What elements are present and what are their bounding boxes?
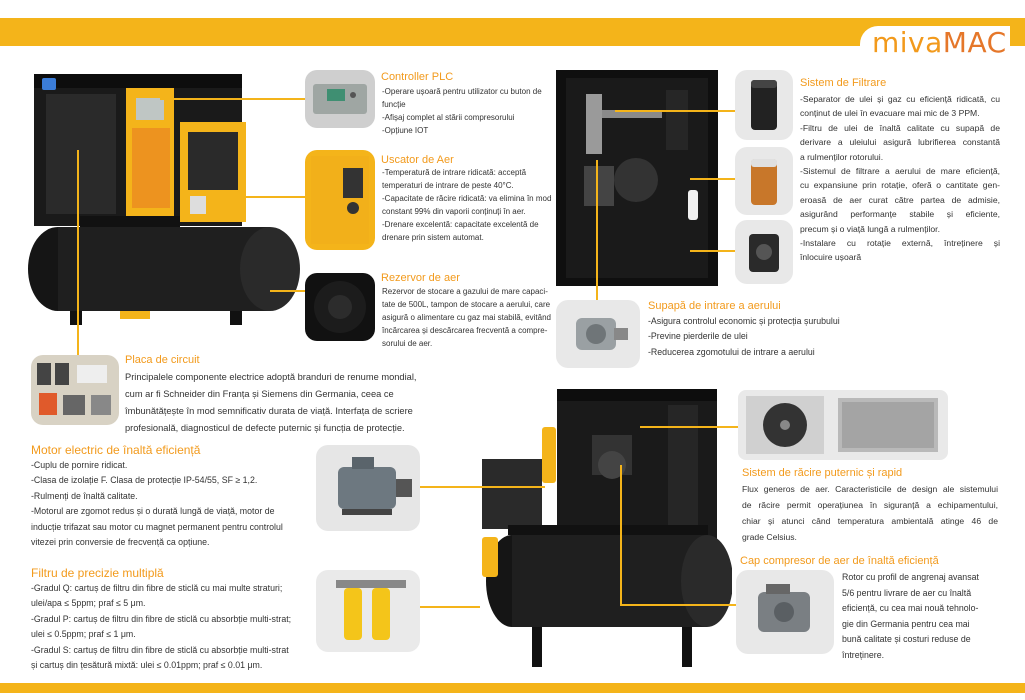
brand-logo: mivaMAC (860, 26, 1010, 64)
air-filter-image (735, 220, 793, 284)
oil-filter-icon (751, 159, 777, 205)
oil-filter-image (735, 147, 793, 215)
connector-separator (615, 110, 735, 112)
valve-title: Supapă de intrare a aerului (648, 300, 781, 312)
air-filter-icon (749, 234, 779, 272)
connector-airend-h (620, 604, 736, 606)
circuit-components-icon (37, 363, 111, 415)
precision-filter-image (316, 570, 420, 652)
connector-cooling (640, 426, 738, 428)
bottom-accent-bar (0, 683, 1025, 693)
intake-valve-image (556, 300, 640, 368)
controller-title: Controller PLC (381, 71, 454, 83)
valve-icon (576, 318, 628, 350)
connector-valve-v (596, 160, 598, 300)
brand-part-1: miva (872, 26, 943, 59)
connector-dryer (230, 196, 305, 198)
tank-dome-icon (314, 281, 366, 333)
cooling-title: Sistem de răcire puternic și rapid (742, 467, 903, 479)
circuit-text: Principalele componente electrice adoptă… (125, 372, 417, 433)
controller-plc-image (305, 70, 375, 128)
connector-motor (420, 486, 545, 488)
motor-text: -Cuplu de pornire ridicat. -Clasa de izo… (31, 460, 283, 548)
circuit-title: Placa de circuit (125, 354, 200, 366)
compressor-secondary-image (482, 389, 732, 667)
dryer-unit-icon (311, 156, 369, 244)
circuit-board-image (31, 355, 119, 425)
cooling-text: Flux generos de aer. Caracteristicile de… (742, 484, 998, 542)
filtration-text: -Separator de ulei și gaz cu eficiență r… (800, 94, 1000, 263)
valve-text: -Asigura controlul economic și protecția… (648, 316, 840, 357)
connector-controller (160, 98, 305, 100)
air-tank-image (305, 273, 375, 341)
cooling-system-image (738, 390, 948, 460)
connector-filter (420, 606, 480, 608)
motor-icon (338, 457, 412, 515)
airend-title: Cap compresor de aer de înaltă eficiență (740, 555, 939, 567)
airend-icon (758, 584, 810, 632)
connector-oil-filter (690, 178, 735, 180)
tank-title: Rezervor de aer (381, 272, 460, 284)
dryer-text: -Temperatură de intrare ridicată: accept… (382, 168, 552, 242)
air-dryer-image (305, 150, 375, 250)
dryer-title: Uscator de Aer (381, 154, 454, 166)
filter-text: -Gradul Q: cartuș de filtru din fibre de… (31, 583, 292, 671)
controller-text: -Operare ușoară pentru utilizator cu but… (382, 87, 542, 135)
connector-tank (270, 290, 305, 292)
tank-text: Rezervor de stocare a gazului de mare ca… (382, 287, 551, 348)
filter-title: Filtru de precizie multiplă (31, 566, 164, 580)
top-accent-bar (0, 18, 1025, 46)
airend-text: Rotor cu profil de angrenaj avansat 5/6 … (842, 572, 979, 660)
brand-part-2: MAC (942, 26, 1007, 59)
separator-cartridge-icon (751, 80, 777, 130)
motor-title: Motor electric de înaltă eficiență (31, 443, 201, 457)
connector-airend (620, 465, 622, 605)
oil-separator-image (735, 70, 793, 140)
controller-panel-icon (313, 84, 367, 114)
air-end-image (736, 570, 834, 654)
connector-circuit-v (77, 150, 79, 355)
filtration-title: Sistem de Filtrare (800, 77, 887, 89)
filter-cartridges-icon (336, 580, 406, 640)
fan-radiator-icon (746, 396, 938, 454)
connector-air-filter (690, 250, 735, 252)
electric-motor-image (316, 445, 420, 531)
